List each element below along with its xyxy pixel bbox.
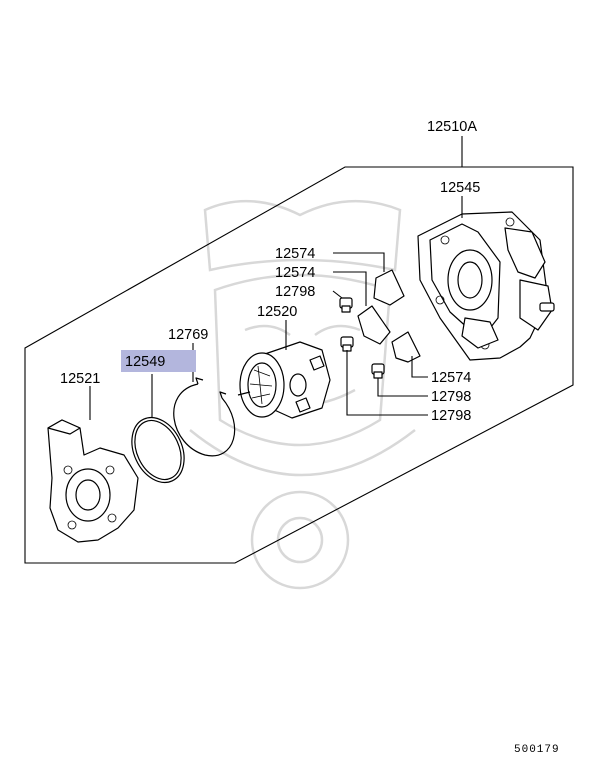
highlight-box [121,350,196,372]
callout-12510a[interactable]: 12510A [427,119,477,135]
leader-lines [89,136,463,420]
callout-12520[interactable]: 12520 [257,304,297,320]
turbo-cartridge [237,341,331,419]
bolt-2 [340,336,354,352]
callout-12549[interactable]: 12549 [125,354,165,370]
callout-12798-2[interactable]: 12798 [431,389,471,405]
bearing-housing [417,211,555,361]
turbine-housing [47,419,139,543]
callout-12521[interactable]: 12521 [60,371,100,387]
lock-plate-2 [357,305,391,345]
figure-code: 500179 [514,744,560,756]
lock-plate-3 [391,331,421,363]
callout-12798-3[interactable]: 12798 [431,408,471,424]
callout-12574-3[interactable]: 12574 [431,370,471,386]
callout-12769[interactable]: 12769 [168,327,208,343]
bolt-3 [371,363,385,379]
callout-12574-1[interactable]: 12574 [275,246,315,262]
bolt-1 [339,297,353,313]
o-ring [131,416,185,484]
assembly-frame [24,166,574,564]
callout-12545[interactable]: 12545 [440,180,480,196]
callout-12574-2[interactable]: 12574 [275,265,315,281]
lock-plate-1 [373,269,405,306]
snap-ring [173,377,236,457]
callout-12798-1[interactable]: 12798 [275,284,315,300]
